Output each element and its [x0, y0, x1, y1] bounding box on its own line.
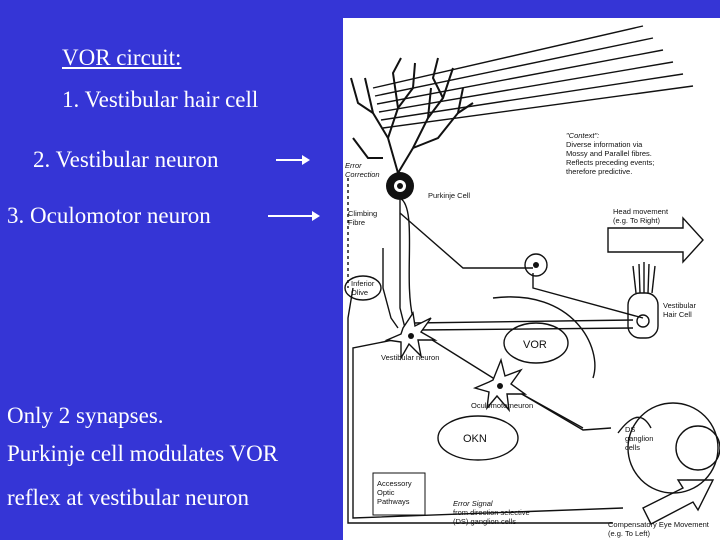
vestibular-nerve — [412, 319, 634, 324]
aop-label-2: Optic — [377, 488, 395, 497]
purkinje-axon — [399, 200, 406, 329]
oculomotor-label: Oculomotorneuron — [471, 401, 533, 410]
mossy-fibre — [399, 212, 533, 269]
aop-box — [372, 472, 426, 516]
granule-to-hair-path — [532, 273, 644, 319]
error-correction-label-1: Error — [345, 161, 362, 170]
vor-circuit-svg: "Context": Diverse information via Mossy… — [344, 25, 720, 538]
context-line-4: therefore predictive. — [566, 167, 632, 176]
error-signal-label-3: (DS) ganglion cells — [453, 517, 516, 526]
okn-oval — [437, 415, 519, 461]
outer-loop — [347, 287, 613, 524]
head-movement-label-1: Head movement — [613, 207, 669, 216]
vestibular-neuron-label: Vestibular neuron — [381, 353, 439, 362]
parallel-fibres — [372, 25, 694, 129]
context-line-3: Reflects preceding events; — [566, 158, 654, 167]
okn-label: OKN — [463, 433, 487, 445]
vor-oval — [503, 322, 569, 364]
vor-circuit-diagram: "Context": Diverse information via Mossy… — [343, 18, 720, 540]
eye-lens — [675, 425, 720, 471]
error-signal-label-2: from direction selective — [453, 508, 530, 517]
climbing-fibre-label-1: Climbing — [348, 209, 377, 218]
error-signal-label-1: Error Signal — [453, 499, 493, 508]
hair-cell-icon — [627, 292, 659, 339]
climbing-fibre-label-2: Fibre — [348, 218, 365, 227]
hair-cell-nucleus — [636, 314, 650, 328]
ds-ganglion-shape — [617, 416, 652, 434]
head-movement-arrow-icon — [607, 216, 704, 264]
arrow-right-icon — [268, 211, 320, 221]
synapse-count-text: Only 2 synapses. — [7, 403, 164, 428]
inferior-olive-shape — [344, 275, 382, 301]
ds-label-3: cells — [625, 443, 640, 452]
compensatory-arrow-icon — [642, 479, 715, 525]
climbing-fibre-path — [382, 248, 399, 329]
ds-label-1: DS — [625, 425, 635, 434]
purkinje-modulation-text: Purkinje cell modulates VOR — [7, 441, 279, 466]
granule-cell-icon — [524, 253, 548, 277]
arrow-right-icon — [276, 155, 310, 165]
compensatory-label-2: (e.g. To Left) — [608, 529, 650, 538]
hair-bundle — [632, 262, 656, 294]
purkinje-dendrites — [350, 57, 474, 174]
hair-cell-label-1: Vestibular — [663, 301, 696, 310]
vor-label: VOR — [523, 339, 547, 351]
item-vestibular-neuron: 2. Vestibular neuron — [33, 147, 219, 172]
compensatory-label-1: Compensatory Eye Movement — [608, 520, 710, 529]
context-line-2: Mossy and Parallel fibres. — [566, 149, 652, 158]
inferior-olive-label-1: Inferior — [351, 279, 375, 288]
vestibular-nerve-2 — [417, 327, 634, 331]
reflex-location-text: reflex at vestibular neuron — [7, 485, 250, 510]
ds-label-2: ganglion — [625, 434, 653, 443]
item-oculomotor-neuron: 3. Oculomotor neuron — [7, 203, 211, 228]
inferior-olive-label-2: Olive — [351, 288, 368, 297]
vor-loop — [492, 296, 596, 379]
climbing-fibre-wrap — [399, 197, 414, 319]
aop-label-1: Accessory — [377, 479, 412, 488]
vestibular-to-oculomotor — [412, 327, 584, 429]
item-vestibular-hair-cell: 1. Vestibular hair cell — [62, 87, 259, 112]
slide-title: VOR circuit: — [62, 45, 182, 70]
feedback-loop — [352, 337, 624, 519]
aop-label-3: Pathways — [377, 497, 410, 506]
error-correction-label-2: Correction — [345, 170, 380, 179]
head-movement-label-2: (e.g. To Right) — [613, 216, 660, 225]
context-title: "Context": — [566, 131, 599, 140]
oculomotor-axon — [497, 379, 612, 431]
purkinje-label: Purkinje Cell — [428, 191, 470, 200]
hair-cell-label-2: Hair Cell — [663, 310, 692, 319]
context-line-1: Diverse information via — [566, 140, 643, 149]
